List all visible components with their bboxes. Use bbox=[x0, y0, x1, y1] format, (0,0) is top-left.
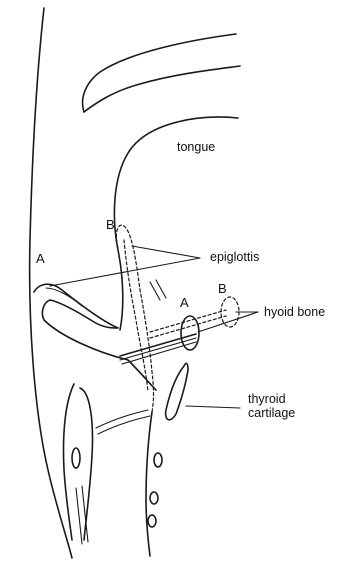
vocal-fold-1 bbox=[96, 410, 148, 428]
ring-3 bbox=[148, 515, 156, 527]
tongue-outline-inner bbox=[84, 66, 240, 112]
leader-epiglottis-a bbox=[50, 258, 200, 286]
ring-left-1 bbox=[72, 448, 80, 468]
tongue-outline bbox=[83, 34, 236, 112]
label-a-epiglottis: A bbox=[36, 252, 45, 267]
hyoid-b-bar bbox=[150, 310, 226, 332]
thyroid-cartilage bbox=[166, 363, 188, 419]
hyoid-a bbox=[181, 316, 199, 350]
ring-1 bbox=[154, 453, 162, 467]
leader-thyroid bbox=[186, 406, 240, 408]
leader-hyoid bbox=[198, 312, 258, 332]
ring-2 bbox=[150, 492, 158, 504]
thyroid-label-line2: cartilage bbox=[248, 406, 295, 420]
epiglottis-a bbox=[34, 284, 156, 390]
vocal-fold-2 bbox=[98, 416, 150, 434]
airway-right bbox=[146, 412, 152, 556]
epiglottis-label: epiglottis bbox=[210, 250, 259, 264]
hyoid-bar-2 bbox=[120, 338, 196, 360]
label-b-epiglottis: B bbox=[106, 218, 115, 233]
label-b-hyoid: B bbox=[218, 282, 227, 297]
tongue-label: tongue bbox=[177, 140, 215, 154]
label-a-hyoid: A bbox=[180, 296, 189, 311]
hyoid-bone-label: hyoid bone bbox=[264, 305, 325, 319]
leader-epiglottis-b bbox=[132, 246, 200, 258]
trachea-left-inner bbox=[80, 388, 93, 540]
thyroid-label-line1: thyroid bbox=[248, 392, 286, 406]
